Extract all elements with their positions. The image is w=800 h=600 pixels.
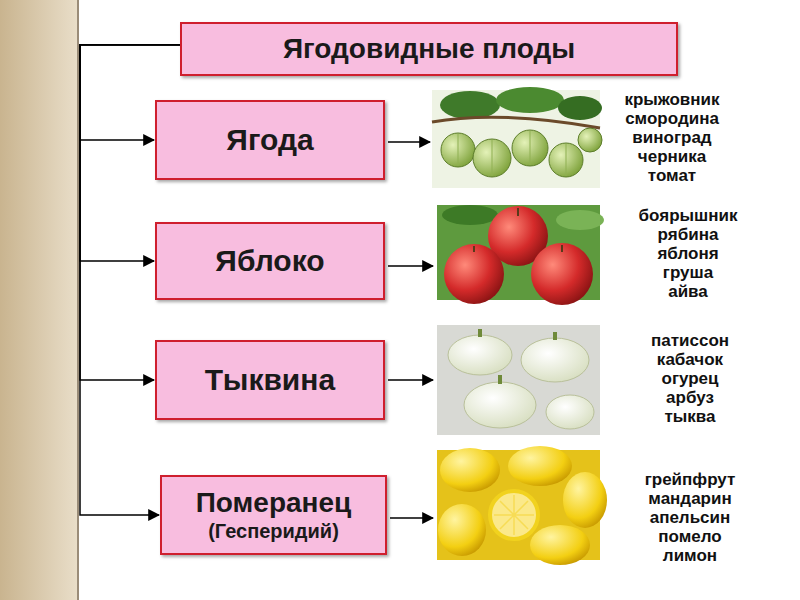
plant-name: кабачок (657, 350, 723, 369)
category-box: Яблоко (155, 222, 385, 300)
lemon-photo (437, 446, 607, 565)
photo-arrow (388, 379, 433, 381)
plant-name: тыква (664, 407, 715, 426)
box-heading: Ягода (226, 123, 313, 158)
plant-name: арбуз (666, 388, 714, 407)
plant-name: томат (648, 166, 696, 185)
plant-name: груша (663, 263, 713, 282)
box-heading: Ягодовидные плоды (283, 33, 575, 65)
plant-name: патиссон (651, 331, 729, 350)
plant-name: апельсин (650, 508, 731, 527)
photo-arrow (390, 517, 433, 519)
plant-name: лимон (663, 546, 717, 565)
category-box: Ягода (155, 100, 385, 180)
box-heading: Тыквина (205, 363, 335, 398)
box-heading: Яблоко (215, 244, 324, 279)
box-heading: Померанец (196, 487, 352, 519)
plant-name: огурец (662, 369, 719, 388)
photo-arrow (388, 141, 430, 143)
title-box: Ягодовидные плоды (180, 22, 678, 76)
plant-name: смородина (625, 109, 719, 128)
side-band-edge (77, 0, 79, 600)
plant-name: яблоня (657, 244, 718, 263)
plant-name: черника (638, 147, 706, 166)
plant-name: мандарин (648, 489, 731, 508)
plant-name: крыжовник (624, 90, 719, 109)
pattypan-photo (437, 325, 600, 435)
side-band (0, 0, 78, 600)
photo-arrow (388, 265, 433, 267)
plant-name: виноград (632, 128, 711, 147)
plant-name: рябина (658, 225, 719, 244)
apple-photo (437, 205, 604, 305)
gooseberry-photo (432, 87, 602, 188)
plant-name: айва (668, 282, 708, 301)
category-box: Тыквина (155, 340, 385, 420)
plant-name: грейпфрут (645, 470, 736, 489)
plant-name: помело (658, 527, 721, 546)
category-box: Померанец(Гесперидий) (160, 475, 387, 555)
plant-name: боярышник (639, 206, 738, 225)
box-subheading: (Гесперидий) (208, 520, 339, 543)
branch-arrow (80, 45, 180, 380)
